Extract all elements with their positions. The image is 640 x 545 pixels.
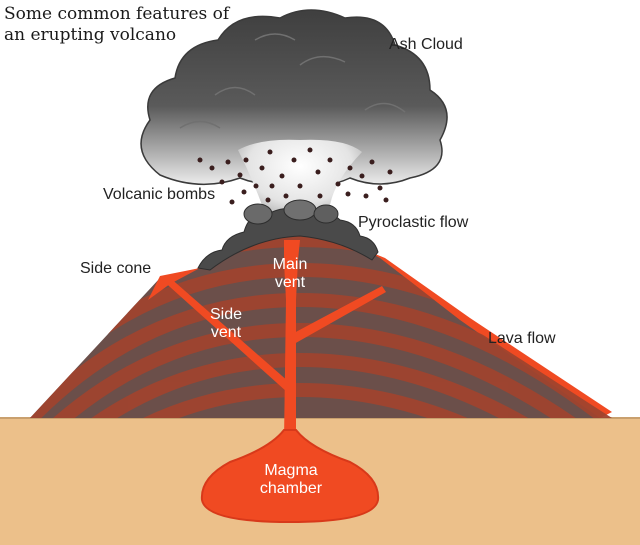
label-lava-flow: Lava flow bbox=[488, 330, 556, 347]
diagram-title: Some common features of an erupting volc… bbox=[4, 4, 229, 47]
magma-chamber bbox=[200, 429, 380, 524]
label-main-vent: Main vent bbox=[262, 256, 318, 293]
label-side-cone: Side cone bbox=[80, 260, 152, 277]
label-side-vent: Side vent bbox=[198, 306, 254, 343]
label-main-vent-line-2: vent bbox=[274, 274, 306, 292]
side-cone bbox=[148, 268, 200, 300]
side-vent bbox=[160, 276, 289, 392]
title-line-2: an erupting volcano bbox=[4, 25, 177, 46]
label-pyroclastic-flow: Pyroclastic flow bbox=[358, 214, 469, 231]
pyroclastic-flow bbox=[197, 199, 379, 271]
label-side-vent-line-1: Side bbox=[209, 306, 243, 323]
label-volcanic-bombs: Volcanic bombs bbox=[103, 186, 216, 203]
label-ash-cloud: Ash Cloud bbox=[389, 36, 463, 53]
right-branch-vent bbox=[292, 286, 386, 344]
label-magma-chamber-line-2: chamber bbox=[259, 480, 323, 498]
title-line-1: Some common features of bbox=[4, 4, 230, 24]
label-magma-chamber-line-1: Magma bbox=[264, 462, 318, 479]
label-magma-chamber: Magma chamber bbox=[246, 462, 336, 499]
main-vent bbox=[284, 240, 300, 440]
label-side-vent-line-2: vent bbox=[210, 324, 242, 342]
label-main-vent-line-1: Main bbox=[272, 256, 308, 273]
volcanic-bombs bbox=[197, 147, 393, 205]
